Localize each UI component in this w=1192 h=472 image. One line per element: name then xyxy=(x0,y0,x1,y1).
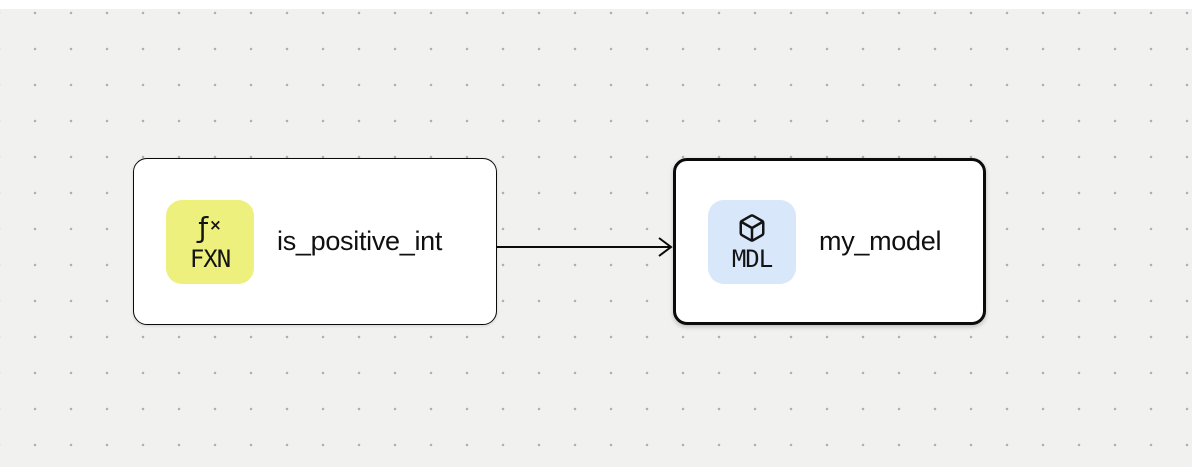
function-f-glyph: ƒ xyxy=(198,211,209,244)
function-x-glyph: × xyxy=(209,215,222,234)
box-icon xyxy=(737,211,767,245)
model-badge: MDL xyxy=(708,199,796,284)
function-icon: ƒ × xyxy=(198,211,221,245)
arrowhead-icon xyxy=(658,237,673,257)
node-label: is_positive_int xyxy=(277,226,443,256)
node-is-positive-int[interactable]: ƒ × FXN is_positive_int xyxy=(133,158,497,325)
edge-is-positive-int-to-my-model[interactable] xyxy=(497,237,673,257)
badge-label: MDL xyxy=(731,245,773,273)
canvas-bottom-edge xyxy=(0,467,1192,472)
node-label: my_model xyxy=(819,226,942,256)
canvas-top-edge xyxy=(0,0,1192,9)
function-badge: ƒ × FXN xyxy=(166,199,254,284)
badge-label: FXN xyxy=(189,245,231,273)
node-my-model[interactable]: MDL my_model xyxy=(673,158,986,325)
